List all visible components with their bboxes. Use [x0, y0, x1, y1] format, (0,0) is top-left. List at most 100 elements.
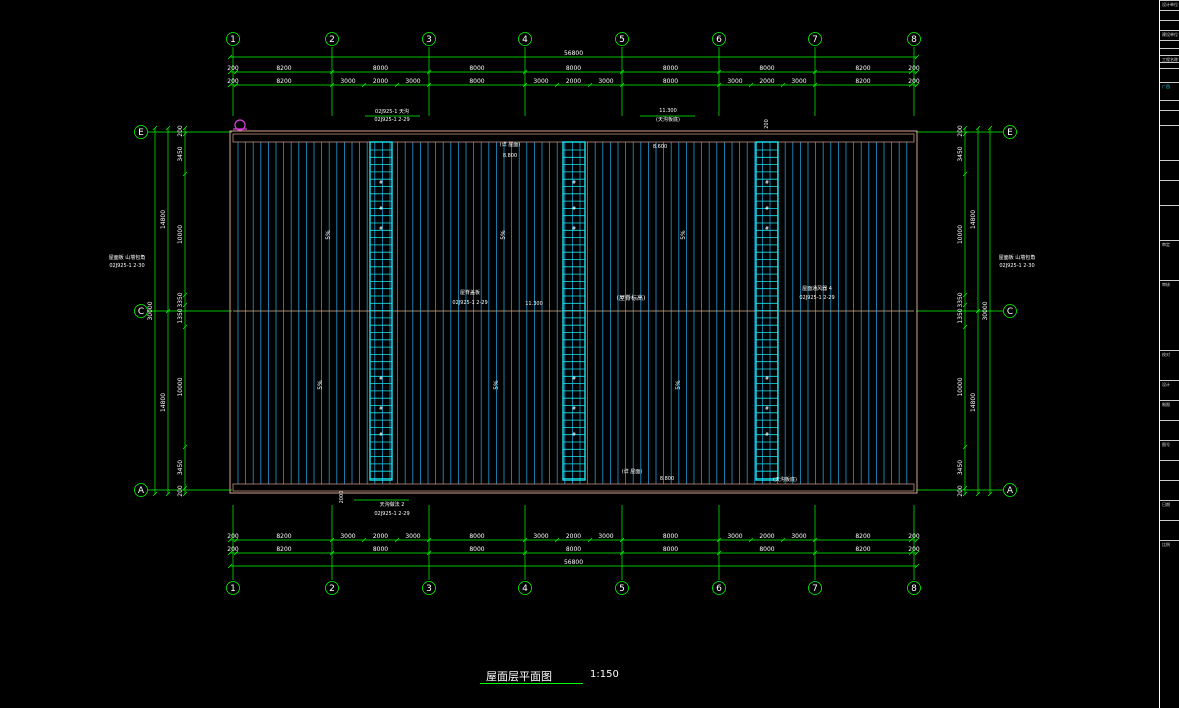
dim-label: 10000 — [177, 225, 184, 244]
axis-bubble-label: 3 — [426, 584, 432, 594]
annotation-right-ref: 02J925-1 2-30 — [999, 263, 1034, 269]
skylight-tag: # — [572, 226, 576, 232]
dim-label: 8000 — [469, 533, 484, 540]
dim-label: 8000 — [759, 546, 774, 553]
annotation-center-elev: 11.300 — [525, 301, 543, 307]
axis-bubble-4: 4 — [518, 32, 532, 46]
axis-bubble-label: C — [1007, 307, 1013, 317]
axis-bubble-3: 3 — [422, 581, 436, 595]
dim-tick — [152, 125, 158, 131]
dim-tick — [962, 324, 968, 330]
dim-label: 3000 — [340, 78, 355, 85]
skylight-tag: # — [765, 432, 769, 438]
dim-label: 3000 — [340, 533, 355, 540]
axis-bubble-label: 4 — [522, 35, 528, 45]
axis-bubble-5: 5 — [615, 581, 629, 595]
dim-tick — [227, 550, 233, 556]
title-block-row — [1160, 280, 1179, 281]
axis-bubble-6: 6 — [712, 581, 726, 595]
drawing-scale: 1:150 — [590, 669, 619, 680]
dim-tick — [914, 69, 920, 75]
dim-label: 1350 — [177, 308, 184, 323]
dim-tick — [780, 537, 786, 543]
dim-tick — [554, 82, 560, 88]
dim-tick — [975, 125, 981, 131]
dim-label: 8200 — [276, 65, 291, 72]
axis-bubble-label: 8 — [911, 35, 917, 45]
dim-tick — [587, 537, 593, 543]
dim-tick — [361, 537, 367, 543]
axis-bubble-E: E — [134, 125, 148, 139]
axis-bubble-circle — [134, 125, 148, 139]
dim-bottom-total: 56800 — [227, 559, 920, 569]
axis-bubble-2: 2 — [325, 581, 339, 595]
axis-bubble-circle — [712, 32, 726, 46]
dim-tick — [812, 537, 818, 543]
dim-tick — [522, 82, 528, 88]
axis-bubble-circle — [907, 32, 921, 46]
slope-label-up: 5% — [325, 230, 332, 240]
dim-tick — [716, 550, 722, 556]
dim-tick — [394, 82, 400, 88]
axis-bubble-circle — [518, 581, 532, 595]
dim-label: 3000 — [727, 78, 742, 85]
axis-bubble-4: 4 — [518, 581, 532, 595]
dim-label: 8000 — [469, 78, 484, 85]
title-block: 设计单位建设单位工程名称广西审定审核校对设计制图图号日期比例 — [1159, 0, 1179, 708]
dim-tick — [227, 563, 233, 569]
dim-tick — [165, 125, 171, 131]
skylight-tag: # — [379, 226, 383, 232]
dim-tick — [426, 550, 432, 556]
dim-tick — [329, 69, 335, 75]
dim-tick — [587, 82, 593, 88]
annotation-center-right-ref: 02J925-1 2-29 — [799, 295, 834, 301]
dim-tick — [394, 537, 400, 543]
axis-bubble-8: 8 — [907, 581, 921, 595]
dim-label: 8200 — [276, 533, 291, 540]
title-block-row — [1160, 180, 1179, 181]
dim-label: 2000 — [566, 533, 581, 540]
axis-bubble-label: 2 — [329, 584, 335, 594]
dim-label: 56800 — [564, 50, 583, 57]
title-block-text: 审定 — [1162, 242, 1170, 247]
title-block-row — [1160, 20, 1179, 21]
dim-tick — [962, 302, 968, 308]
dim-right-total: 30000 — [982, 125, 993, 497]
dim-tick — [962, 125, 968, 131]
dim-tick — [987, 125, 993, 131]
axis-bubble-label: A — [1007, 486, 1014, 496]
axis-bubble-1: 1 — [226, 581, 240, 595]
dim-tick — [522, 537, 528, 543]
axis-bubble-circle — [134, 483, 148, 497]
title-block-text: 比例 — [1162, 542, 1170, 547]
dim-tick — [619, 550, 625, 556]
skylight-tag: # — [572, 432, 576, 438]
axis-bubble-3: 3 — [422, 32, 436, 46]
dim-tick — [227, 69, 233, 75]
axis-bubble-circle — [1003, 483, 1017, 497]
dim-tick — [329, 550, 335, 556]
annotation-bottom-ref-label: 天沟做法 2 — [380, 501, 405, 508]
dim-tick — [908, 550, 914, 556]
dim-tick — [233, 69, 239, 75]
dim-tick — [182, 444, 188, 450]
dim-tick — [329, 82, 335, 88]
dim-label: 2000 — [373, 78, 388, 85]
dim-tick — [182, 302, 188, 308]
dim-label: 8200 — [855, 533, 870, 540]
dim-tick — [233, 550, 239, 556]
dim-label: 200 — [908, 533, 920, 540]
axis-bubble-label: C — [138, 307, 144, 317]
axis-bubble-circle — [325, 32, 339, 46]
dim-tick — [233, 537, 239, 543]
dim-tick — [426, 82, 432, 88]
dim-label: 1350 — [957, 308, 964, 323]
title-block-row — [1160, 440, 1179, 441]
skylight-strip: ###### — [755, 141, 779, 481]
dim-tick — [165, 308, 171, 314]
axis-bubble-C: C — [134, 304, 148, 318]
dim-label: 8000 — [663, 65, 678, 72]
axis-bubble-circle — [907, 581, 921, 595]
